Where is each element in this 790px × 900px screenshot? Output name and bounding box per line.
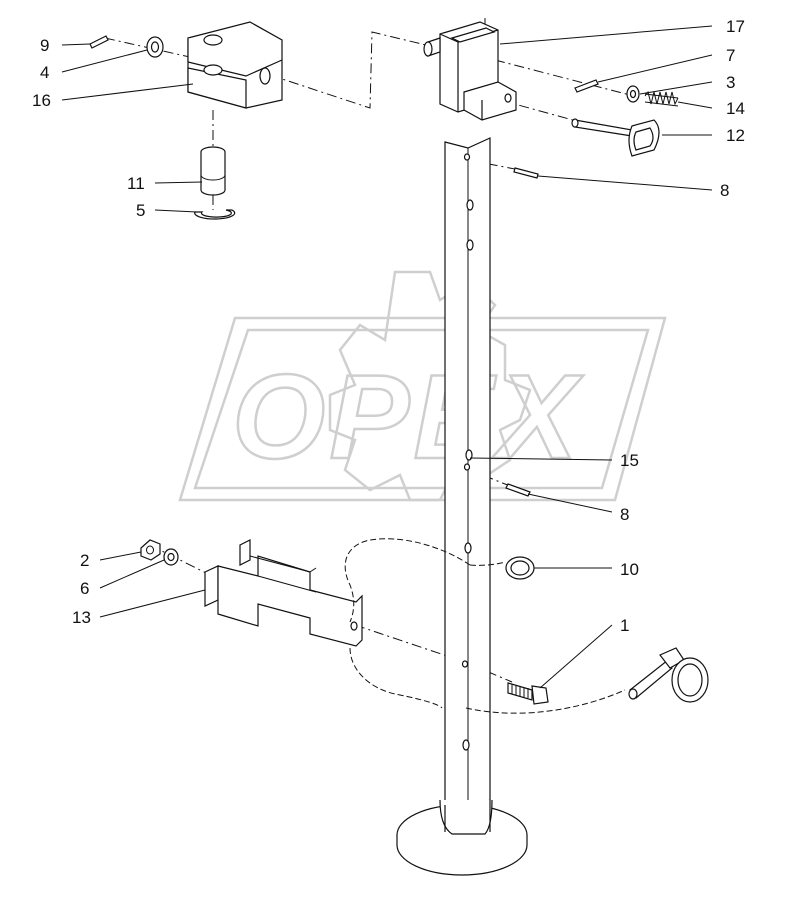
part-15-tube: [444, 137, 491, 811]
part-13-bracket: [204, 539, 363, 647]
callout-10: 10: [620, 560, 639, 579]
part-12-handle-pin: [571, 118, 660, 157]
leader-lines: [61, 25, 713, 689]
callout-3: 3: [726, 73, 735, 92]
callout-4: 4: [40, 63, 49, 82]
callout-8-upper: 8: [720, 181, 729, 200]
linch-pin: [628, 647, 709, 703]
callout-5: 5: [136, 201, 145, 220]
part-10-ring: [505, 556, 535, 580]
part-9-pin: [89, 35, 109, 49]
part-7-pin: [574, 79, 599, 93]
chain-upper: [344, 538, 506, 623]
part-5-circlip: [194, 209, 236, 220]
watermark-text: OPEX: [232, 350, 584, 484]
callout-12: 12: [726, 126, 745, 145]
part-11-bushing: [200, 146, 226, 196]
part-16-clevis-bracket: [187, 21, 283, 109]
callout-15: 15: [620, 451, 639, 470]
chain-lower: [349, 647, 626, 714]
part-8-pin-lower: [505, 483, 531, 497]
callout-6: 6: [80, 579, 89, 598]
callout-14: 14: [726, 99, 745, 118]
callout-1: 1: [620, 616, 629, 635]
part-14-spring: [644, 90, 679, 107]
callout-8-lower: 8: [620, 505, 629, 524]
callout-13: 13: [72, 608, 91, 627]
callout-17: 17: [726, 17, 745, 36]
part-17-head: [423, 21, 517, 121]
callout-2: 2: [80, 551, 89, 570]
part-6-lock-washer: [163, 548, 179, 566]
base-foot-plate: [396, 799, 528, 876]
callout-7: 7: [726, 46, 735, 65]
callout-9: 9: [40, 36, 49, 55]
callout-16: 16: [32, 91, 51, 110]
opex-watermark-logo: OPEX: [178, 270, 667, 502]
part-4-washer: [146, 36, 164, 58]
part-8-pin-upper: [513, 167, 539, 179]
callout-11: 11: [127, 174, 145, 193]
part-2-nut: [140, 539, 161, 561]
callout-labels: 9 4 16 11 5 17 7 3 14 12 8 15 8 10 1 2 6…: [32, 17, 745, 635]
part-3-washer: [626, 85, 640, 103]
